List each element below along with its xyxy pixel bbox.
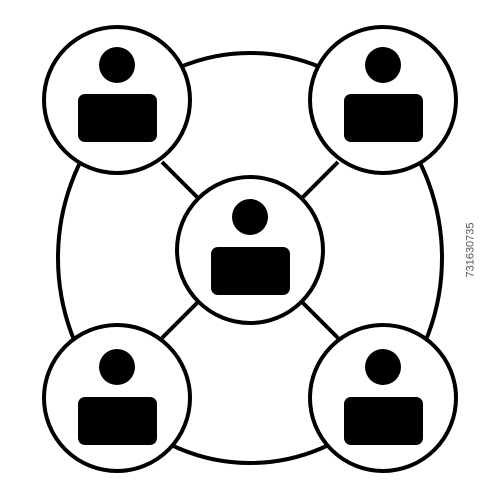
person-head-icon <box>232 199 268 235</box>
connector-top-right <box>300 160 340 200</box>
person-body-icon <box>78 94 157 142</box>
person-body-icon <box>344 94 423 142</box>
person-node-bottom-left <box>42 323 192 473</box>
connector-top-left <box>160 160 200 200</box>
person-body-icon <box>211 247 290 295</box>
connector-bottom-left <box>160 300 200 340</box>
person-node-center <box>175 175 325 325</box>
person-head-icon <box>99 47 135 83</box>
person-node-bottom-right <box>308 323 458 473</box>
person-head-icon <box>365 47 401 83</box>
person-body-icon <box>344 397 423 445</box>
person-head-icon <box>99 349 135 385</box>
watermark-id-text: 731630735 <box>464 222 477 278</box>
person-node-top-left <box>42 25 192 175</box>
network-ring <box>56 51 444 465</box>
person-body-icon <box>78 397 157 445</box>
connector-bottom-right <box>300 300 340 340</box>
person-node-top-right <box>308 25 458 175</box>
person-head-icon <box>365 349 401 385</box>
